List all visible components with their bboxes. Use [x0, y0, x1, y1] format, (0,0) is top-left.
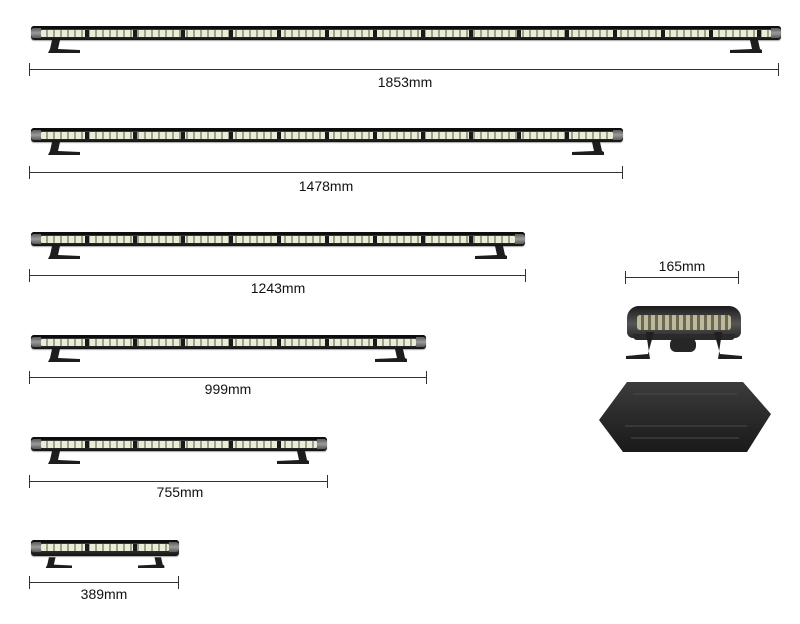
mounting-bracket-icon	[277, 451, 309, 464]
dimension-line	[29, 269, 526, 282]
lightbar-housing	[31, 437, 327, 451]
led-array	[41, 30, 771, 37]
mounting-bracket-icon	[48, 142, 80, 155]
mounting-bracket-icon	[375, 349, 407, 362]
mounting-bracket-icon	[730, 40, 762, 53]
led-array	[637, 315, 731, 330]
mounting-bracket-icon	[48, 246, 80, 259]
dimension-label: 389mm	[80, 586, 128, 602]
dimension-line	[29, 63, 779, 76]
mounting-bracket-icon	[572, 142, 604, 155]
dimension-label: 1853mm	[377, 74, 433, 90]
mounting-bracket-icon	[475, 246, 507, 259]
dimension-line	[29, 371, 427, 384]
dimension-label: 1243mm	[250, 280, 306, 296]
led-array	[41, 441, 317, 448]
dimension-label: 165mm	[658, 258, 706, 274]
dimension-line	[29, 475, 328, 488]
mounting-bracket-icon	[48, 451, 80, 464]
mounting-bracket-icon	[48, 40, 80, 53]
lightbar-housing	[31, 335, 426, 349]
mini-lightbar-top-view	[599, 382, 771, 452]
dimension-line	[625, 271, 739, 284]
led-array	[41, 236, 515, 243]
dimension-line	[29, 576, 179, 589]
led-array	[41, 339, 416, 346]
lightbar-housing	[31, 540, 179, 556]
dimension-label: 755mm	[156, 484, 204, 500]
mounting-bracket-icon	[48, 349, 80, 362]
led-array	[41, 544, 169, 551]
mini-lightbar-housing	[627, 306, 741, 338]
led-array	[41, 132, 613, 139]
mounting-bracket-icon	[138, 557, 165, 568]
dimension-label: 1478mm	[298, 178, 354, 194]
lightbar-housing	[31, 232, 525, 246]
dimension-line	[29, 166, 623, 179]
lightbar-housing	[31, 26, 781, 40]
dimension-label: 999mm	[204, 381, 252, 397]
mounting-bracket-icon	[45, 557, 72, 568]
lightbar-housing	[31, 128, 623, 142]
mounting-bracket-icon	[626, 332, 742, 359]
